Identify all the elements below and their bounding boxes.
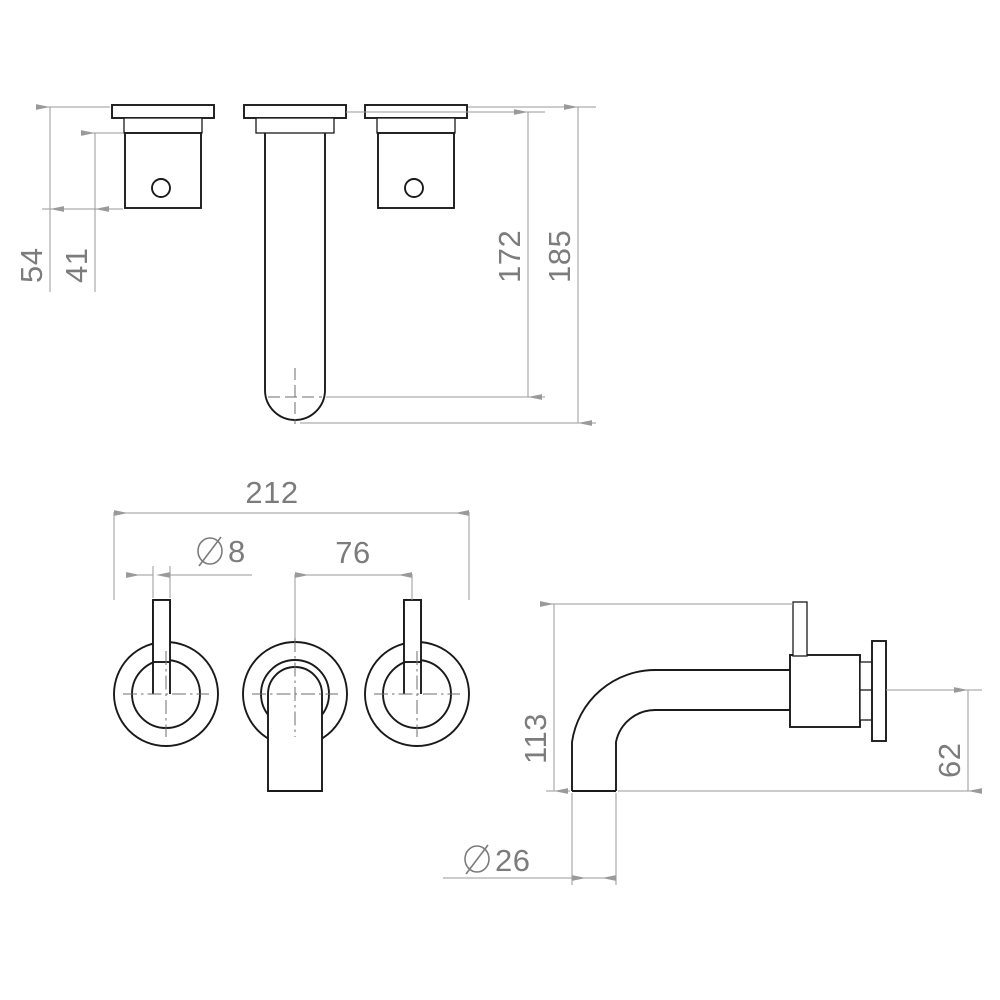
left-handle-body (124, 132, 202, 209)
trim-right-handle (364, 599, 470, 747)
spout-centre-mark (268, 368, 322, 424)
dimension-dia8: 8 (126, 534, 252, 598)
dimension-62-label: 62 (932, 743, 967, 778)
spout-outer-profile (571, 669, 795, 791)
trim-centre-spout (242, 638, 348, 792)
dimension-185-label: 185 (542, 230, 577, 283)
right-handle-neck (376, 117, 456, 134)
dimension-dia26-label: 26 (495, 843, 530, 878)
dimension-76-label: 76 (335, 535, 370, 570)
dimension-212: 212 (113, 475, 470, 600)
front-right-handle (364, 104, 468, 209)
dimension-54-label: 54 (14, 248, 49, 283)
view-front-elevation: 54 41 172 185 (14, 104, 596, 426)
left-handle-pivot-hole (151, 178, 171, 198)
dimension-dia8-label: 8 (228, 534, 246, 569)
dimension-dia26: 26 (443, 793, 617, 885)
side-lever-stem (792, 601, 808, 657)
dimension-76: 76 (294, 535, 413, 638)
dimension-212-label: 212 (245, 475, 298, 510)
right-handle-pivot-hole (404, 178, 424, 198)
left-handle-flange (111, 104, 215, 119)
trim-left-handle (113, 599, 219, 747)
dimension-172: 172 (326, 109, 545, 400)
spout-inner-profile (615, 709, 795, 791)
dimension-172-label: 172 (492, 230, 527, 283)
front-left-handle (111, 104, 215, 209)
right-lever-arm-top (403, 599, 422, 663)
wall-flange-plate (871, 640, 887, 742)
left-lever-arm-top (152, 599, 171, 663)
dimension-41: 41 (59, 130, 123, 292)
spout-neck (255, 117, 335, 134)
side-valve-body (789, 601, 887, 742)
spout-flange (243, 104, 347, 119)
side-spout (571, 669, 795, 792)
valve-body (789, 654, 861, 728)
diameter-symbol-8 (197, 536, 223, 567)
right-handle-body (377, 132, 455, 209)
left-handle-neck (123, 117, 203, 134)
dimension-185: 185 (300, 104, 596, 426)
dimension-62: 62 (618, 687, 982, 794)
dimension-41-label: 41 (59, 248, 94, 283)
view-side-elevation: 113 62 26 (443, 601, 982, 885)
dimension-113: 113 (518, 601, 793, 794)
diameter-symbol-26 (464, 844, 490, 875)
spout-body-front (267, 666, 323, 792)
view-trim-front: 212 8 76 (113, 475, 470, 792)
dimension-113-label: 113 (518, 713, 553, 764)
